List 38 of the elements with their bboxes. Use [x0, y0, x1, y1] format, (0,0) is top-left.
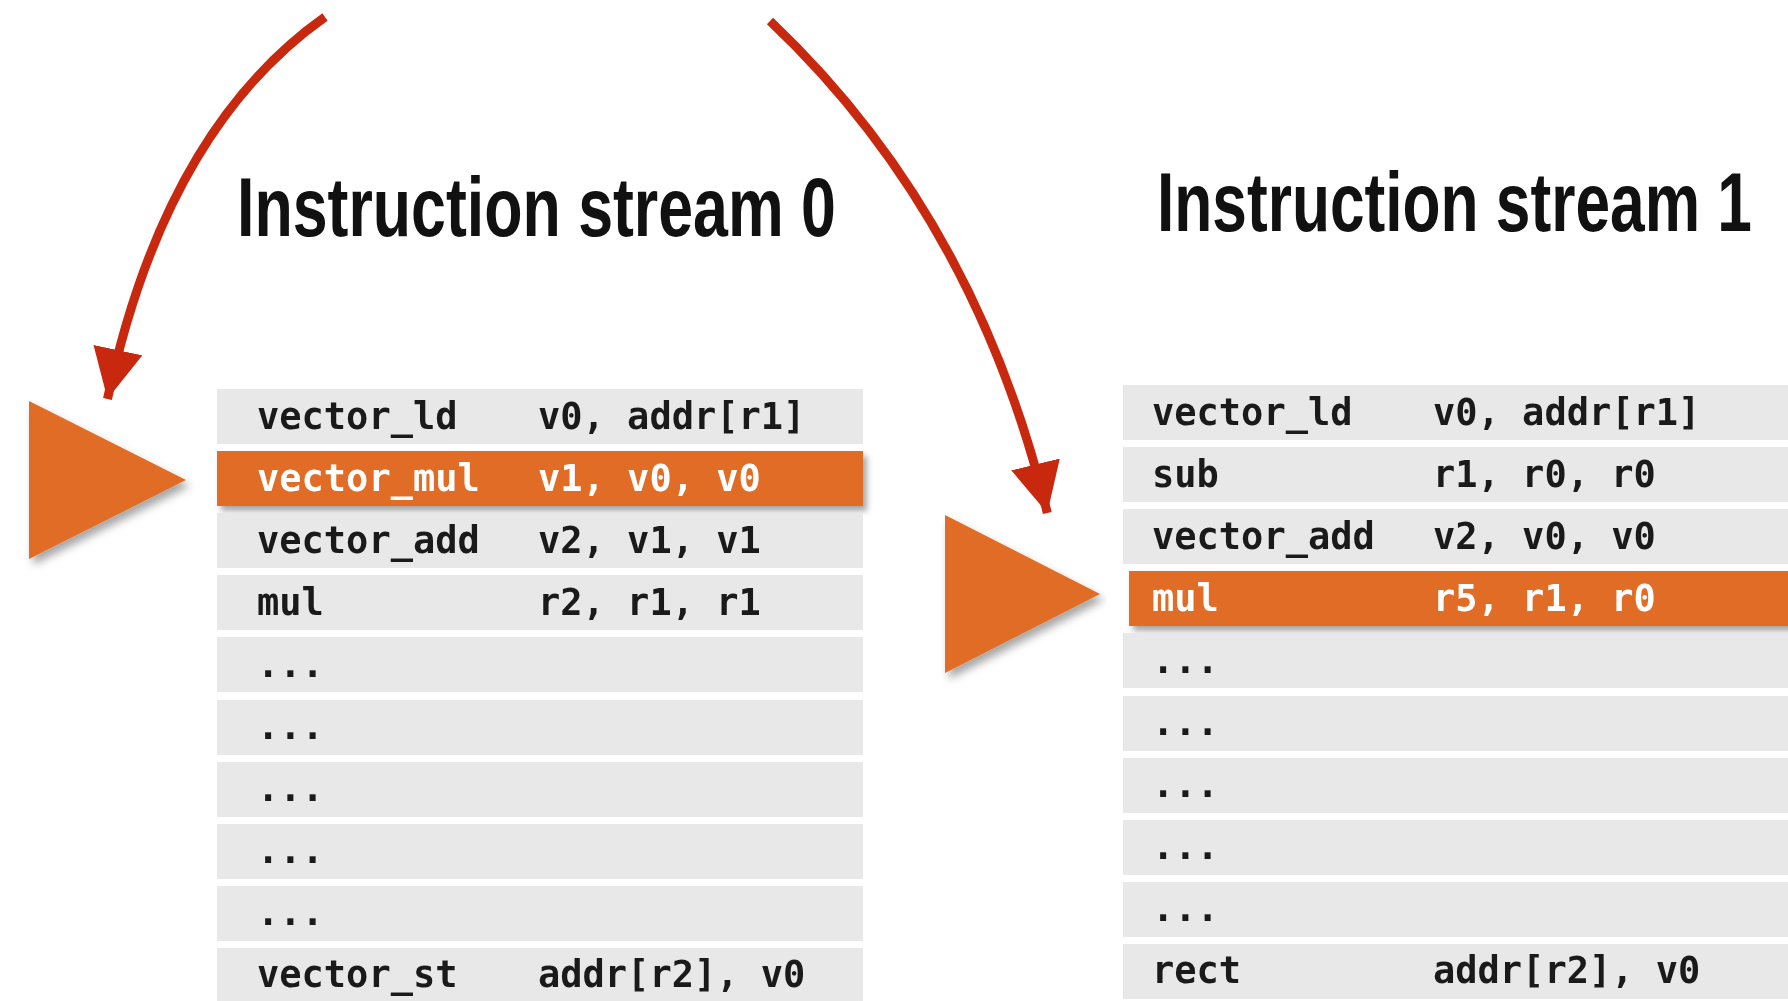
operands-text: addr[r2], v0 [1433, 951, 1701, 992]
opcode-text: vector_ld [257, 396, 458, 437]
opcode-text: vector_st [257, 955, 458, 996]
curved-arrow [94, 13, 328, 401]
operands-text: v0, addr[r1] [538, 396, 806, 437]
operands-text: r5, r1, r0 [1433, 578, 1656, 620]
opcode-text: vector_ld [1152, 392, 1353, 433]
opcode-text: ... [1152, 702, 1219, 744]
opcode-text: ... [257, 768, 324, 810]
operands-text: addr[r2], v0 [538, 955, 806, 996]
opcode-text: ... [1152, 888, 1219, 930]
highlighted-instruction-row [217, 451, 863, 507]
opcode-text: mul [257, 582, 324, 624]
opcode-text: vector_add [1152, 516, 1375, 558]
operands-text: r2, r1, r1 [538, 582, 761, 624]
operands-text: v0, addr[r1] [1433, 392, 1701, 433]
highlighted-instruction-row [1129, 571, 1788, 627]
opcode-text: mul [1152, 578, 1219, 620]
opcode-text: rect [1152, 951, 1242, 992]
opcode-text: sub [1152, 454, 1219, 495]
instruction-row [1123, 633, 1788, 689]
opcode-text: ... [257, 644, 324, 686]
curved-arrow [766, 17, 1059, 515]
opcode-text: ... [1152, 640, 1219, 682]
opcode-text: ... [1152, 826, 1219, 868]
opcode-text: vector_mul [257, 458, 480, 499]
operands-text: v2, v0, v0 [1433, 516, 1656, 558]
stream-heading: Instruction stream 1 [1157, 160, 1752, 244]
opcode-text: ... [257, 706, 324, 748]
stream-heading: Instruction stream 0 [237, 165, 836, 249]
operands-text: v1, v0, v0 [538, 458, 761, 499]
opcode-text: ... [257, 892, 324, 934]
opcode-text: ... [1152, 764, 1219, 806]
instruction-row [217, 513, 863, 569]
opcode-text: ... [257, 830, 324, 872]
opcode-text: vector_add [257, 520, 480, 562]
operands-text: r1, r0, r0 [1433, 454, 1656, 495]
operands-text: v2, v1, v1 [538, 520, 761, 562]
